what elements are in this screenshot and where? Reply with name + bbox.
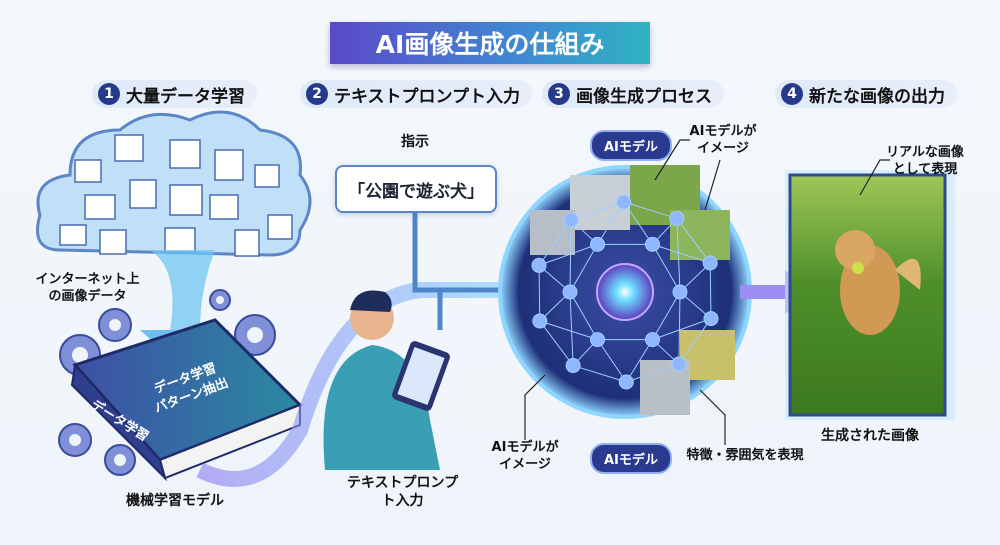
callout-top: AIモデルがイメージ [689,124,757,156]
step-label: テキストプロンプト入力 [334,86,520,107]
network-edge [623,201,653,245]
data-stream [150,250,215,330]
cloud-image-data [36,110,312,257]
gear-icons [58,289,276,476]
step-label: 画像生成プロセス [576,86,712,107]
network-node [702,255,718,271]
step-3-header: 3 画像生成プロセス [542,80,724,108]
person-with-tablet [323,290,450,470]
step-number: 1 [98,83,120,105]
step-number: 4 [781,83,803,105]
network-edge [652,318,712,341]
network-edge [678,318,712,365]
user-label: テキストプロンプト入力 [346,475,459,510]
network-edge [597,201,625,245]
step-1-header: 1 大量データ学習 [92,80,257,108]
network-edge [569,219,572,293]
network-edge [625,339,653,383]
network-edge [572,365,627,383]
callout-left: AIモデルがイメージ [491,440,559,472]
network-edge [539,320,598,341]
generated-image [785,170,955,420]
prompt-connector [412,210,505,330]
network-edge [709,262,712,319]
core-orb [596,263,654,321]
network-node [532,313,548,329]
network-edge [597,339,627,383]
callout-features: 特徴・雰囲気を表現 [686,448,804,463]
output-label: 生成された画像 [821,428,919,444]
network-edge [539,320,574,366]
step-number: 2 [306,83,328,105]
step-2-header: 2 テキストプロンプト入力 [300,80,532,108]
model-label: 機械学習モデル [126,493,224,509]
network-node [645,332,660,348]
network-edge [678,291,681,365]
step-label: 新たな画像の出力 [809,86,945,107]
ai-model-pill-bottom: AIモデル [590,443,672,474]
network-node [563,212,579,228]
network-edge [569,291,598,340]
network-node [590,236,605,252]
instruction-label: 指示 [401,134,429,150]
network-edge [626,363,680,383]
network-node [671,356,687,372]
network-edge [652,243,711,264]
callout-lines [524,139,890,445]
network-edge [569,291,574,366]
network-node [531,257,547,273]
prompt-box: 「公園で遊ぶ犬」 [335,165,497,213]
network-node [590,332,605,348]
network-edge [652,244,681,293]
network-node [669,210,685,226]
step-4-header: 4 新たな画像の出力 [775,80,957,108]
page-title: AI画像生成の仕組み [330,22,650,64]
network-node [565,358,581,374]
network-edge [538,243,598,266]
network-edge [623,201,678,219]
ai-model-pill-top: AIモデル [590,130,672,161]
callout-realistic: リアルな画像として表現 [886,145,964,177]
network-edge [569,244,598,293]
neural-network [531,194,719,390]
network-edge [538,219,572,266]
network-node [703,311,719,327]
network-node [616,194,632,210]
network-edge [570,201,624,221]
network-edge [676,218,681,293]
step-number: 3 [548,83,570,105]
step-label: 大量データ学習 [126,86,245,107]
network-node [562,284,578,300]
source-label: インターネット上の画像データ [35,272,140,304]
network-node [618,374,634,390]
network-edge [652,291,681,340]
network-edge [676,218,711,264]
network-node [645,236,660,252]
network-edge [538,265,541,322]
network-node [672,284,688,300]
book [70,318,303,482]
